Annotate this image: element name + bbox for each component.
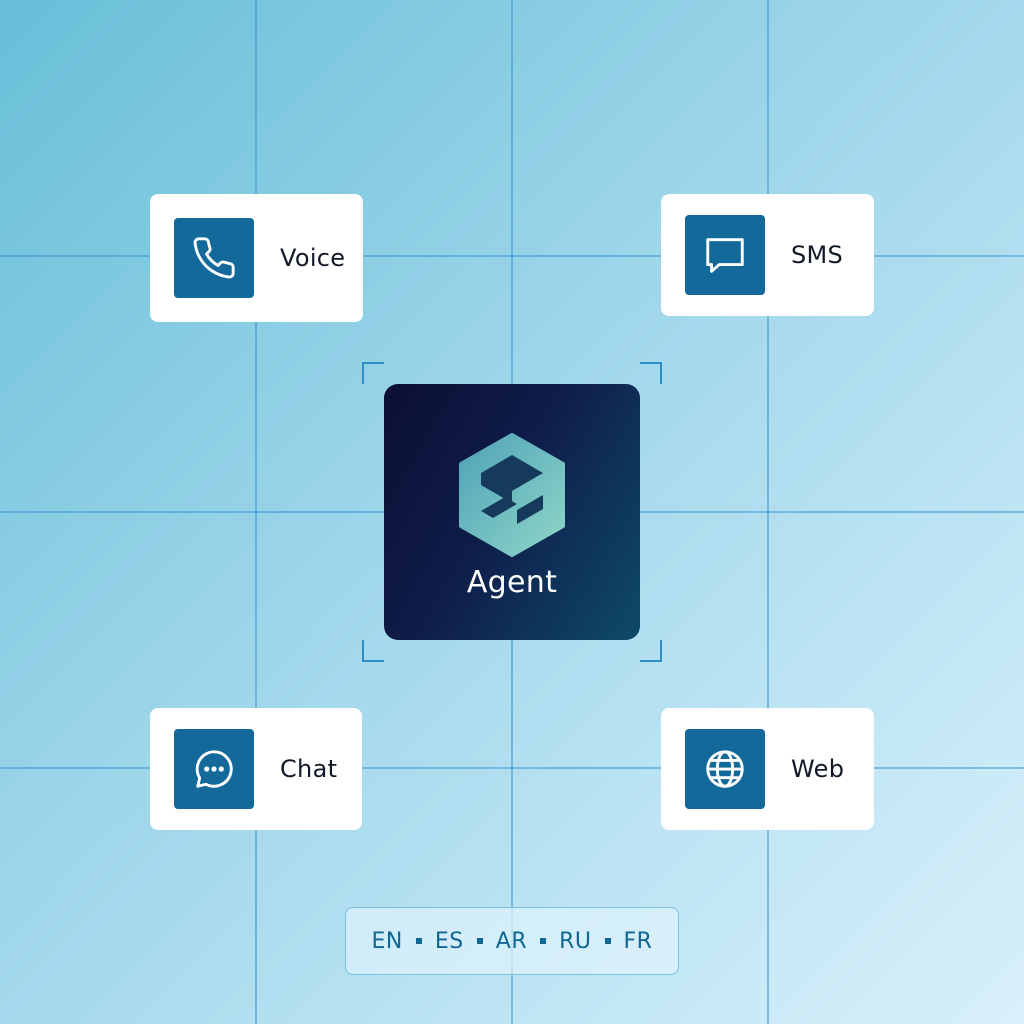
corner-bracket-top-left — [362, 362, 384, 384]
channel-icon-tile — [685, 215, 765, 295]
channel-card-web[interactable]: Web — [661, 708, 874, 830]
language-ar[interactable]: AR — [495, 928, 528, 954]
channel-label: SMS — [791, 241, 844, 269]
agent-label: Agent — [466, 564, 558, 600]
language-en[interactable]: EN — [371, 928, 403, 954]
language-separator — [415, 938, 422, 944]
channel-label: Web — [791, 755, 845, 783]
hexagon-s-logo-icon — [459, 432, 565, 557]
message-square-icon — [706, 238, 744, 273]
channel-card-voice[interactable]: Voice — [150, 194, 363, 322]
corner-bracket-bottom-left — [362, 640, 384, 662]
channel-icon-tile — [174, 729, 254, 809]
channel-icon-tile — [685, 729, 765, 809]
globe-icon — [706, 750, 744, 788]
agent-box[interactable]: Agent — [384, 384, 640, 640]
grid-line-horizontal — [0, 767, 1024, 769]
grid-line-horizontal — [0, 255, 1024, 257]
corner-bracket-bottom-right — [640, 640, 662, 662]
language-separator — [476, 938, 483, 944]
language-ru[interactable]: RU — [559, 928, 592, 954]
language-separator — [604, 938, 611, 944]
corner-bracket-top-right — [640, 362, 662, 384]
language-separator — [540, 938, 547, 944]
language-bar: EN ES AR RU FR — [345, 907, 679, 975]
language-fr[interactable]: FR — [623, 928, 653, 954]
channel-card-sms[interactable]: SMS — [661, 194, 874, 316]
chat-bubble-dots-icon — [195, 750, 233, 788]
phone-icon — [193, 237, 235, 279]
channel-label: Chat — [280, 755, 338, 783]
channel-icon-tile — [174, 218, 254, 298]
language-es[interactable]: ES — [434, 928, 464, 954]
channel-label: Voice — [280, 244, 346, 272]
channel-card-chat[interactable]: Chat — [150, 708, 362, 830]
